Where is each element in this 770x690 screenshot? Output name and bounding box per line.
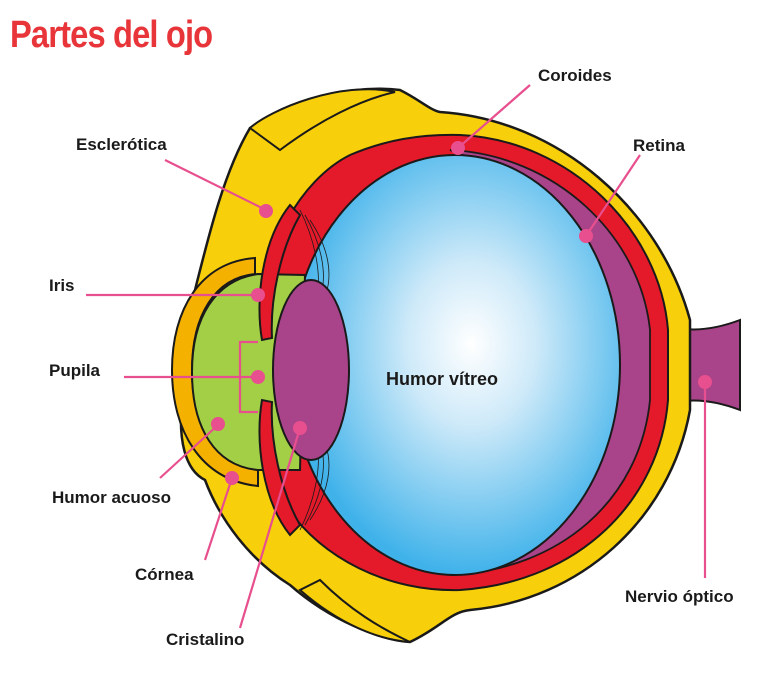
lens-shape (272, 279, 350, 461)
label-retina: Retina (633, 136, 686, 155)
leader-lines (86, 84, 707, 629)
iris-lower (258, 398, 302, 537)
iris-upper (258, 203, 302, 342)
diagram-title: Partes del ojo (10, 14, 213, 56)
sclera-flange-bottom (298, 578, 411, 643)
sclera-flange-top (248, 88, 396, 152)
label-cristalino: Cristalino (166, 630, 244, 649)
label-humor-acuoso: Humor acuoso (52, 488, 171, 507)
label-esclerotica: Esclerótica (76, 135, 167, 154)
label-iris: Iris (49, 276, 75, 295)
label-coroides: Coroides (538, 66, 612, 85)
label-pupila: Pupila (49, 361, 101, 380)
label-cornea: Córnea (135, 565, 194, 584)
label-humor-vitreo: Humor vítreo (386, 369, 498, 389)
leader-dots (211, 141, 712, 485)
label-nervio-optico: Nervio óptico (625, 587, 734, 606)
